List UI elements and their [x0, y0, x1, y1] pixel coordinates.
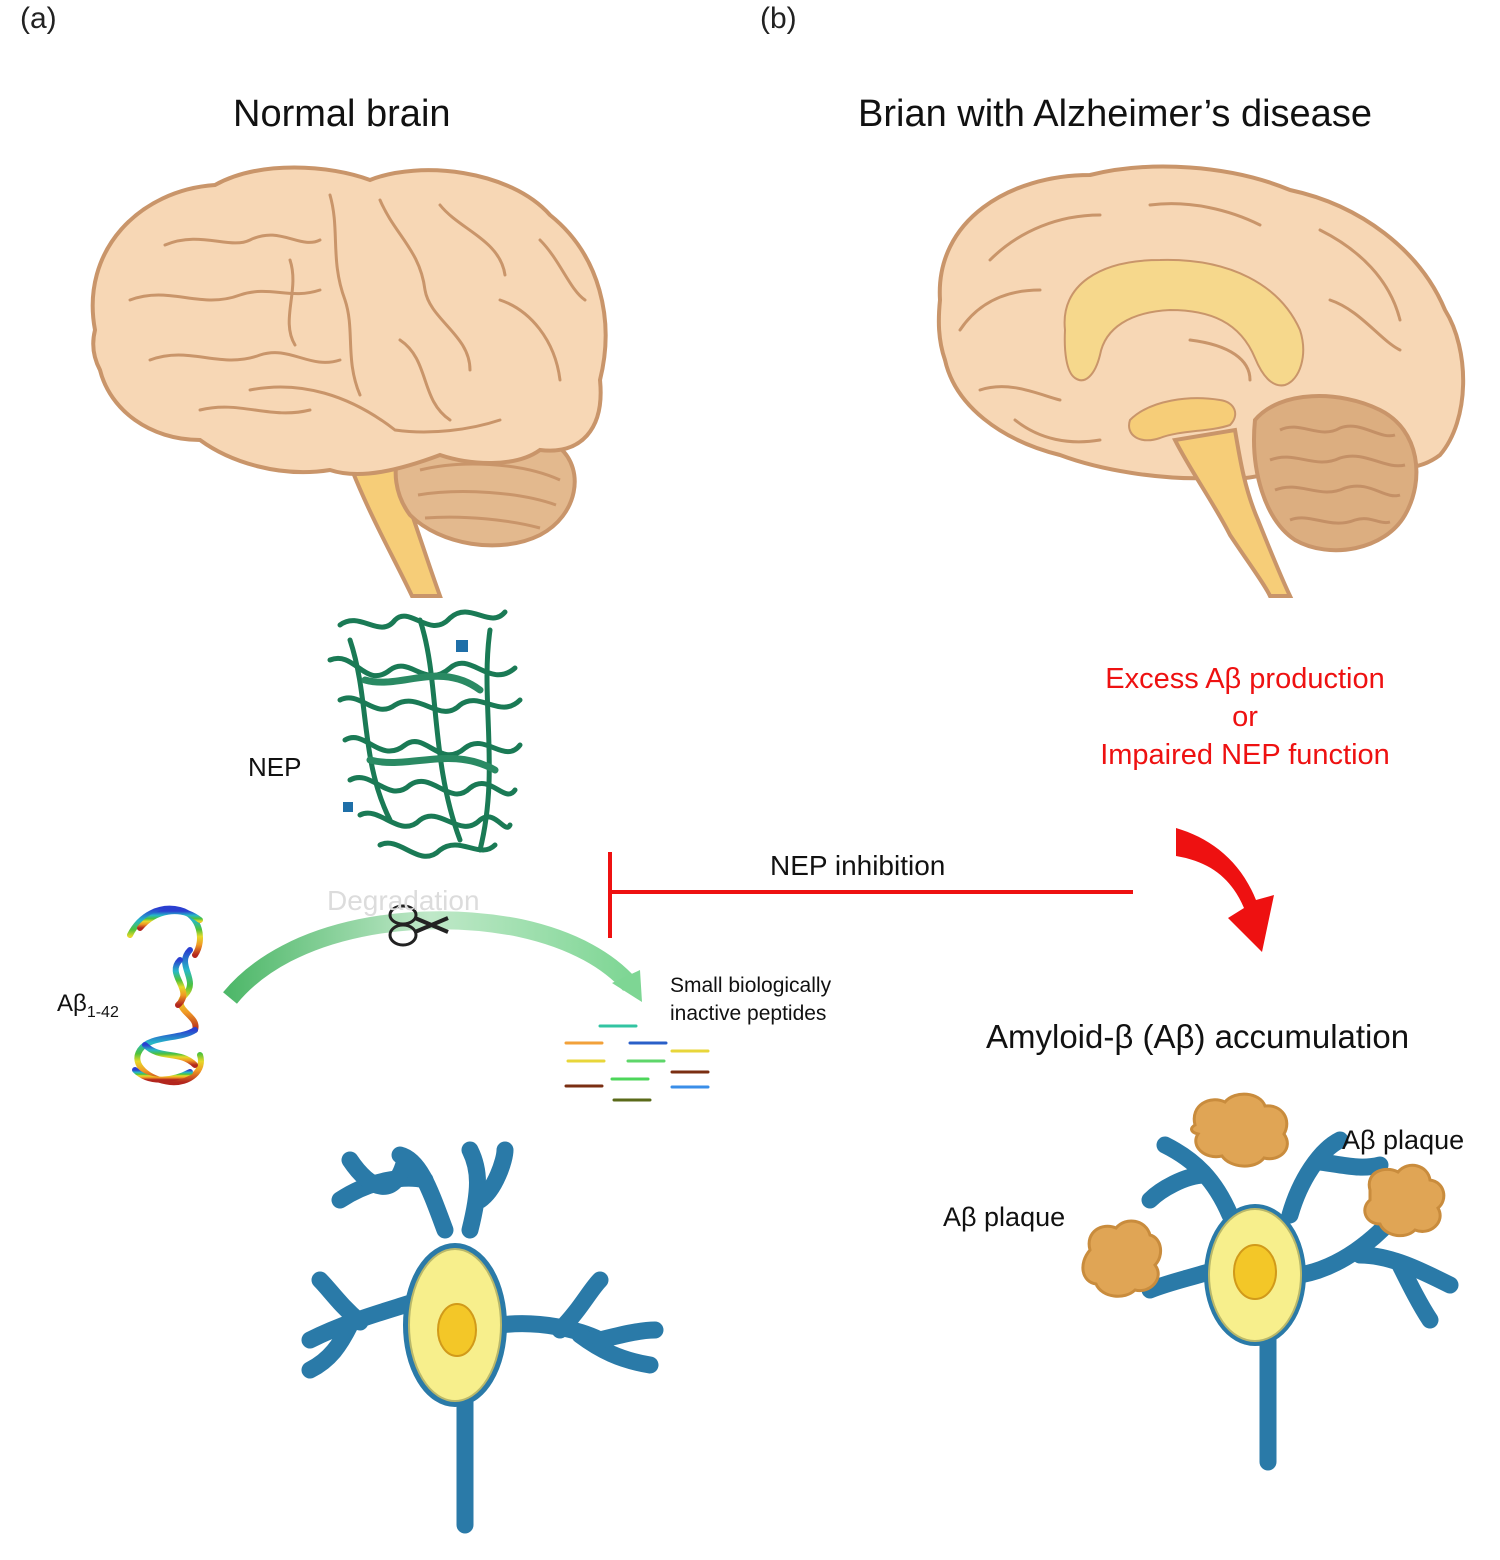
nep-inhibition-label: NEP inhibition: [770, 850, 946, 881]
peptide-fragments: [564, 1024, 710, 1102]
scissors-icon: [388, 904, 449, 947]
alzheimer-neuron: [1141, 1131, 1459, 1471]
normal-brain-illustration: [90, 165, 608, 598]
abeta-label-main: Aβ: [57, 990, 87, 1017]
degradation-label: Degradation: [327, 885, 480, 916]
small-peptides-line1: Small biologically: [670, 974, 832, 997]
cause-label: Excess Aβ production or Impaired NEP fun…: [1075, 660, 1415, 774]
nep-protein-structure: [327, 609, 523, 859]
nep-inhibition-connector: [608, 852, 1133, 938]
plaque-left-label: Aβ plaque: [943, 1202, 1066, 1232]
degradation-arc: [223, 911, 637, 1004]
degradation-arrowhead: [612, 970, 642, 1002]
accumulation-label: Amyloid-β (Aβ) accumulation: [986, 1018, 1410, 1055]
small-peptides-label: Small biologically inactive peptides: [670, 972, 831, 1028]
curved-arrow-icon: [1176, 828, 1274, 952]
cause-line1: Excess Aβ production: [1105, 663, 1385, 695]
panel-b-title: Brian with Alzheimer’s disease: [858, 93, 1372, 135]
abeta-label: Aβ1-42: [57, 990, 119, 1022]
panel-a-title: Normal brain: [233, 93, 451, 135]
alzheimer-brain-illustration: [936, 164, 1466, 598]
abeta-plaques: [1081, 1092, 1446, 1298]
small-peptides-line2: inactive peptides: [670, 1002, 827, 1025]
nep-label: NEP: [248, 752, 302, 782]
panel-a-tag: (a): [20, 2, 57, 35]
abeta-peptide-structure: [127, 905, 204, 1086]
cause-line3: Impaired NEP function: [1100, 739, 1390, 771]
panel-b-tag: (b): [760, 2, 797, 35]
nep-marker: [456, 640, 468, 652]
nep-marker: [343, 802, 353, 812]
cause-line2: or: [1232, 701, 1258, 733]
abeta-label-sub: 1-42: [86, 1003, 119, 1021]
plaque-right-label: Aβ plaque: [1342, 1125, 1465, 1155]
normal-neuron: [301, 1141, 664, 1534]
